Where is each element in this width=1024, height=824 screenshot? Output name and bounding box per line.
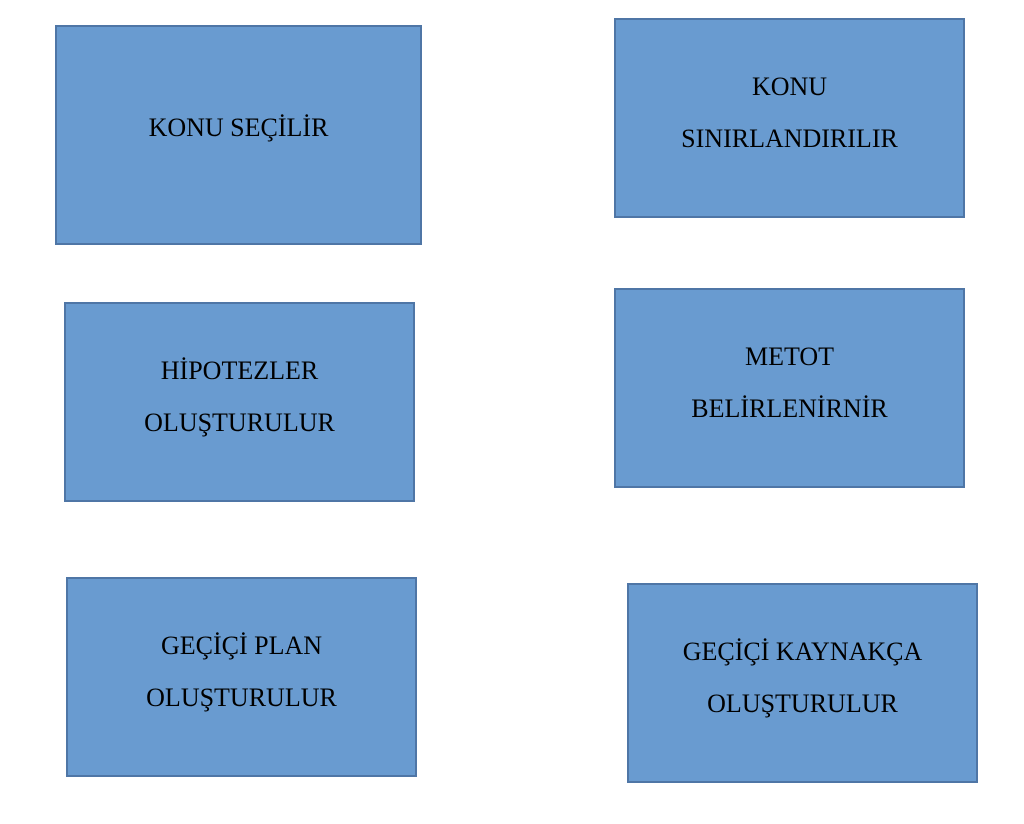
step-label: HİPOTEZLER	[160, 356, 319, 385]
step-box-hipotezler: HİPOTEZLER OLUŞTURULUR	[64, 302, 415, 502]
step-box-konu-secilir: KONU SEÇİLİR	[55, 25, 422, 245]
step-label: GEÇİÇİ PLAN	[160, 631, 323, 660]
step-box-konu-sinirlandirilir: KONU SINIRLANDIRILIR	[614, 18, 965, 218]
step-label: OLUŞTURULUR	[144, 408, 335, 437]
step-label: GEÇİÇİ KAYNAKÇA	[682, 637, 923, 666]
step-box-gecici-kaynakca: GEÇİÇİ KAYNAKÇA OLUŞTURULUR	[627, 583, 978, 783]
step-label: BELİRLENİRNİR	[691, 394, 888, 423]
step-label: METOT	[744, 342, 835, 371]
step-label: OLUŞTURULUR	[146, 683, 337, 712]
step-label: KONU SEÇİLİR	[148, 113, 329, 142]
step-label: KONU	[751, 72, 828, 101]
step-box-gecici-plan: GEÇİÇİ PLAN OLUŞTURULUR	[66, 577, 417, 777]
step-box-metot: METOT BELİRLENİRNİR	[614, 288, 965, 488]
step-label: OLUŞTURULUR	[707, 689, 898, 718]
step-label: SINIRLANDIRILIR	[681, 124, 898, 153]
